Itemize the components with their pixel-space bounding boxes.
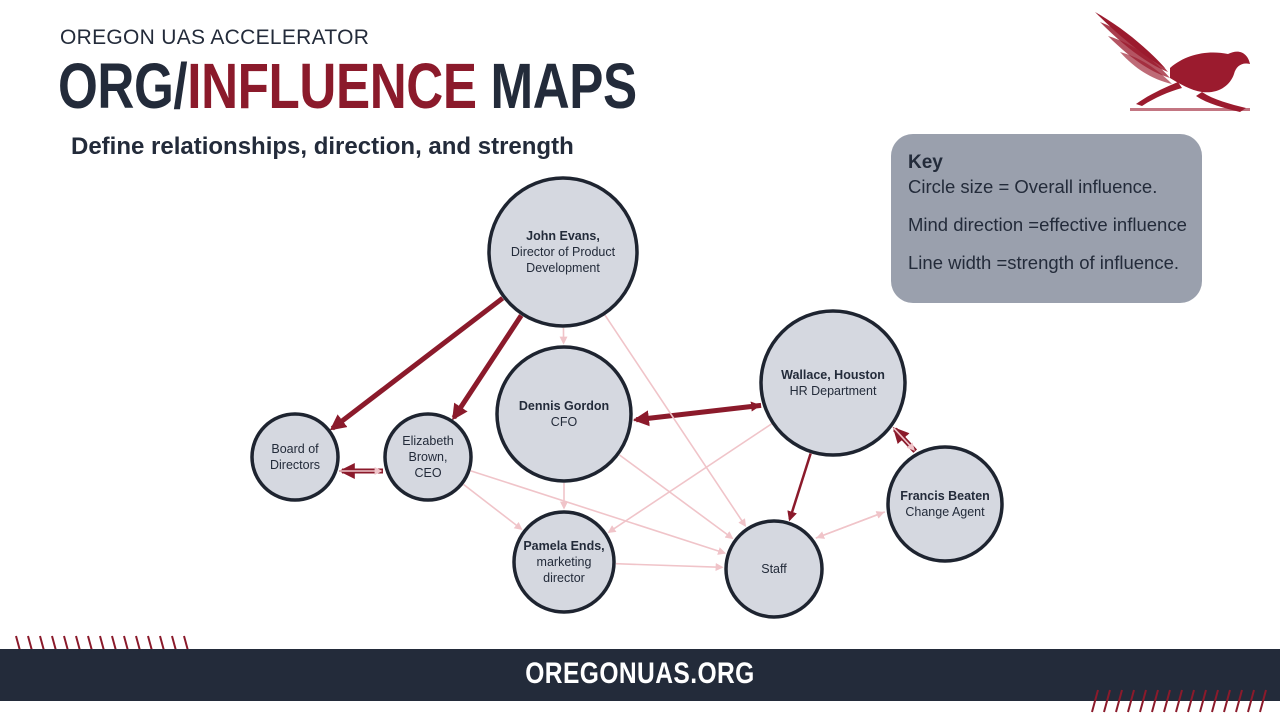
node-circle-john — [487, 176, 639, 328]
node-label-pamela: Pamela Ends, — [523, 539, 604, 553]
decorative-hatch-right — [1091, 689, 1267, 713]
node-staff: Staff — [724, 519, 824, 619]
node-label-board: Directors — [270, 458, 320, 472]
edge-dennis-to-wallace — [634, 401, 762, 422]
key-line-width: Line width =strength of influence. — [908, 252, 1179, 273]
edge-john-to-elizabeth — [451, 314, 524, 421]
node-circle-wallace — [759, 309, 907, 457]
node-label-wallace: HR Department — [790, 384, 877, 398]
key-line-circle-size: Circle size = Overall influence. — [908, 176, 1158, 197]
node-label-staff: Staff — [761, 562, 787, 576]
edge-elizabeth-to-pamela — [463, 483, 523, 530]
node-label-pamela: director — [543, 571, 585, 585]
node-circle-francis — [886, 445, 1004, 563]
node-label-dennis: Dennis Gordon — [519, 399, 609, 413]
edge-john-to-staff — [604, 314, 747, 528]
edge-dennis-to-staff — [619, 454, 734, 540]
node-john: John Evans, Director of ProductDevelopmen… — [487, 176, 639, 328]
node-label-john: Development — [526, 261, 600, 275]
edge-wallace-to-staff — [787, 453, 812, 522]
key-heading: Key — [908, 152, 943, 173]
edges-layer — [329, 296, 918, 572]
node-label-elizabeth: CEO — [414, 466, 441, 480]
eyebrow-text: OREGON UAS ACCELERATOR — [60, 26, 370, 49]
subtitle: Define relationships, direction, and str… — [71, 133, 574, 160]
node-label-wallace: Wallace, Houston — [781, 368, 885, 382]
node-circle-dennis — [495, 345, 633, 483]
node-pamela: Pamela Ends, marketing director — [512, 510, 616, 614]
pegasus-logo-icon — [1095, 12, 1250, 112]
node-label-francis: Francis Beaten — [900, 489, 990, 503]
footer-url: OREGONUAS.ORG — [525, 657, 755, 690]
node-label-john: John Evans, — [526, 229, 600, 243]
node-label-elizabeth: Brown, — [409, 450, 448, 464]
edge-wallace-to-francis — [892, 427, 915, 451]
edge-pamela-to-staff — [615, 562, 724, 572]
node-label-francis: Change Agent — [905, 505, 985, 519]
node-board: Board of Directors — [250, 412, 340, 502]
title-part-1: ORG/ — [58, 50, 188, 122]
edge-staff-to-francis — [815, 511, 885, 539]
node-label-dennis: CFO — [551, 415, 578, 429]
node-circle-staff — [724, 519, 824, 619]
node-label-pamela: marketing — [537, 555, 592, 569]
node-label-board: Board of — [271, 442, 319, 456]
node-circle-pamela — [512, 510, 616, 614]
node-wallace: Wallace, Houston HR Department — [759, 309, 907, 457]
title-part-3: MAPS — [476, 50, 637, 122]
page-title: ORG/INFLUENCE MAPS — [58, 50, 637, 122]
title-part-2: INFLUENCE — [187, 50, 477, 122]
node-label-john: Director of Product — [511, 245, 616, 259]
node-label-elizabeth: Elizabeth — [402, 434, 453, 448]
key-line-direction: Mind direction =effective influence — [908, 214, 1187, 235]
legend-key-box: Key Circle size = Overall influence. Min… — [891, 134, 1202, 303]
edge-wallace-to-pamela — [607, 423, 772, 533]
nodes-layer: John Evans, Director of ProductDevelopmen… — [250, 176, 1004, 619]
edge-john-to-board — [329, 296, 505, 431]
edge-elizabeth-to-staff — [470, 470, 727, 555]
node-circle-board — [250, 412, 340, 502]
node-circle-elizabeth — [383, 412, 473, 502]
footer-bar: OREGONUAS.ORG — [0, 649, 1280, 701]
